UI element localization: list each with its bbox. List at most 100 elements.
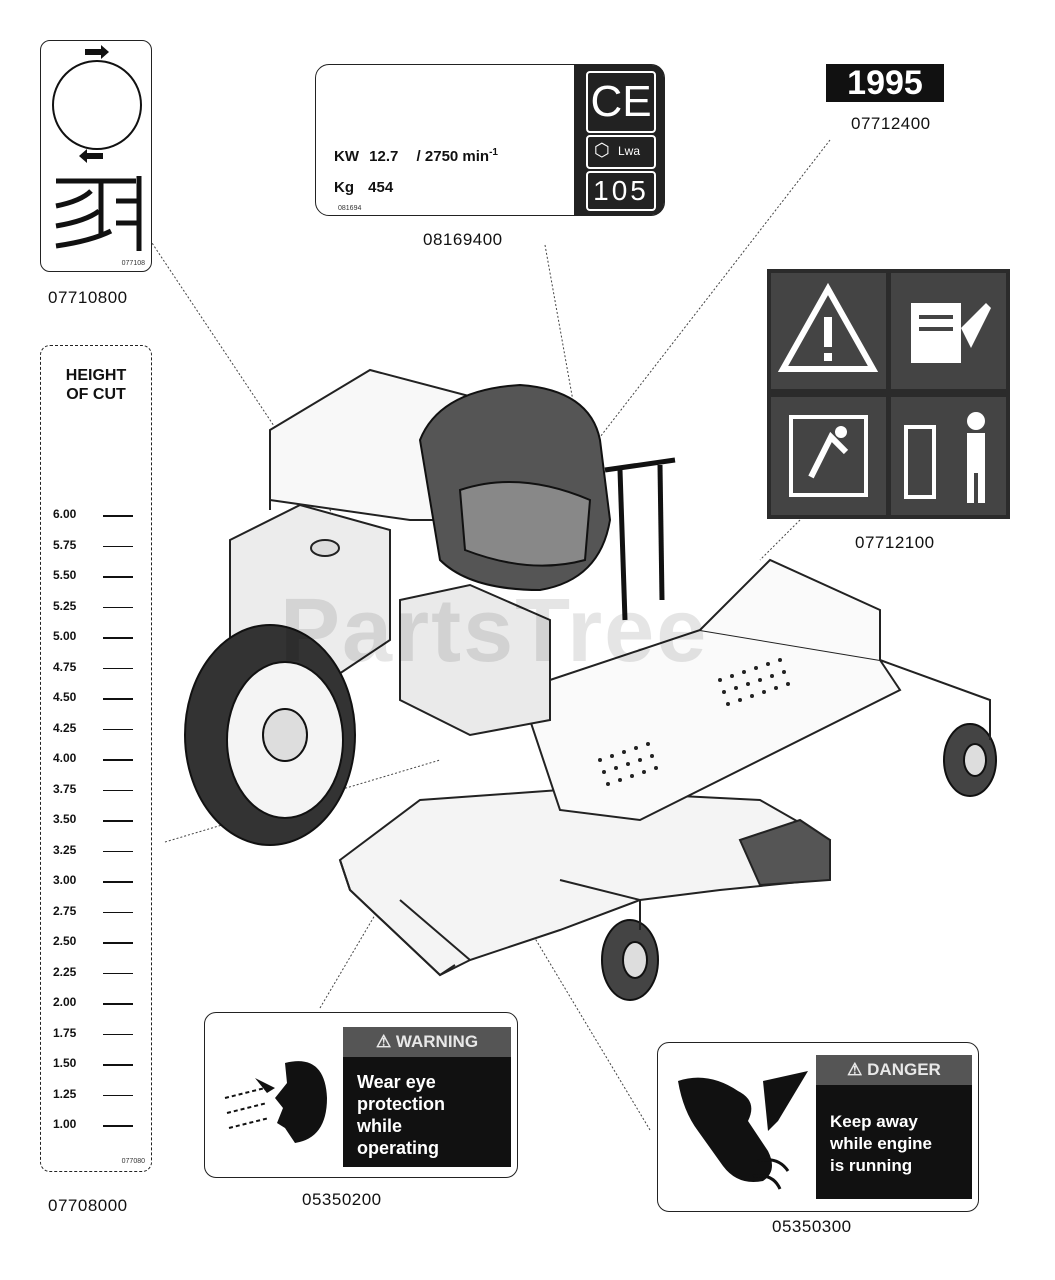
mower-chassis [518, 558, 902, 822]
height-of-cut-tick [103, 1125, 133, 1127]
read-manual-icon [891, 273, 1006, 389]
pictogram-decal [767, 269, 1010, 519]
ce-plate-rating: KW 12.7 / 2750 min-1 [334, 147, 498, 165]
height-of-cut-tick [103, 728, 133, 730]
height-of-cut-tick [103, 1094, 133, 1096]
rpm-exponent: -1 [489, 147, 498, 158]
warning-message-panel: ⚠ WARNING Wear eye protection while oper… [343, 1027, 511, 1167]
sound-power-icon: ⬡ Lwa [586, 135, 656, 169]
height-of-cut-tick [103, 1033, 133, 1035]
height-of-cut-mark: 5.00 [41, 629, 153, 649]
part-number-rotation: 07710800 [48, 288, 128, 307]
height-of-cut-tick [103, 789, 133, 791]
height-of-cut-mark: 3.75 [41, 782, 153, 802]
lwa-label: Lwa [618, 144, 641, 158]
height-of-cut-tick [103, 881, 133, 883]
height-of-cut-tick [103, 972, 133, 974]
kw-value: 12.7 [369, 148, 399, 165]
kg-label: Kg [334, 179, 354, 196]
warning-line4: operating [357, 1138, 440, 1158]
warning-triangle-icon [771, 273, 886, 389]
hexagon-icon: ⬡ [594, 140, 610, 160]
rotation-decal: 077108 [40, 40, 152, 272]
height-of-cut-code: 077080 [121, 1158, 145, 1165]
height-of-cut-value: 2.50 [53, 934, 77, 948]
caster-wheel-left [601, 919, 659, 1001]
danger-line1: Keep away [830, 1112, 918, 1131]
height-of-cut-mark: 4.00 [41, 751, 153, 771]
front-frame [559, 659, 991, 930]
danger-message-panel: ⚠ DANGER Keep away while engine is runni… [816, 1055, 972, 1199]
height-of-cut-value: 2.25 [53, 964, 77, 979]
danger-message: Keep away while engine is running [830, 1111, 966, 1177]
height-of-cut-mark: 4.75 [41, 660, 153, 680]
height-of-cut-value: 5.00 [53, 629, 77, 643]
height-of-cut-tick [103, 820, 133, 822]
height-of-cut-value: 3.75 [53, 781, 77, 796]
keep-away-person-icon [891, 397, 1006, 515]
height-of-cut-mark: 3.25 [41, 843, 153, 863]
danger-line2: while engine [830, 1134, 933, 1153]
height-of-cut-mark: 4.25 [41, 721, 153, 741]
kg-value: 454 [368, 179, 394, 196]
height-of-cut-mark: 5.25 [41, 599, 153, 619]
height-of-cut-tick [103, 576, 133, 578]
height-of-cut-tick [103, 1064, 133, 1066]
height-of-cut-value: 1.75 [53, 1025, 77, 1040]
height-of-cut-value: 5.25 [53, 598, 77, 613]
height-of-cut-value: 3.25 [53, 842, 77, 857]
height-of-cut-mark: 1.00 [41, 1117, 153, 1137]
height-of-cut-value: 3.00 [53, 873, 77, 887]
height-of-cut-tick [103, 759, 133, 761]
ce-mark: CE [586, 71, 656, 133]
hand-blade-icon [678, 1071, 808, 1190]
height-of-cut-tick [103, 942, 133, 944]
height-of-cut-value: 1.50 [53, 1056, 77, 1070]
caster-wheel-right [943, 723, 997, 797]
height-of-cut-value: 3.50 [53, 812, 77, 826]
sound-level-value: 105 [586, 171, 656, 211]
height-of-cut-tick [103, 637, 133, 639]
height-of-cut-value: 4.00 [53, 751, 77, 765]
year-decal: 1995 [826, 64, 944, 102]
height-of-cut-value: 2.00 [53, 995, 77, 1009]
warning-line2: protection [357, 1094, 445, 1114]
height-of-cut-tick [103, 850, 133, 852]
height-of-cut-tick [103, 911, 133, 913]
rpm-value: / 2750 min [416, 148, 490, 165]
thrown-objects-icon [771, 397, 886, 515]
part-number-height-of-cut: 07708000 [48, 1196, 128, 1215]
rotation-diagram-icon [52, 45, 142, 251]
ce-plate-code: 081694 [338, 205, 362, 212]
height-of-cut-value: 4.75 [53, 659, 77, 674]
warning-line1: Wear eye [357, 1072, 436, 1092]
battery-box [399, 583, 551, 737]
height-of-cut-tick [103, 545, 133, 547]
height-of-cut-mark: 1.25 [41, 1087, 153, 1107]
warning-message: Wear eye protection while operating [357, 1071, 505, 1159]
height-of-cut-mark: 4.50 [41, 690, 153, 710]
ce-plate-dark-panel: CE ⬡ Lwa 105 [574, 65, 664, 215]
height-of-cut-value: 1.00 [53, 1117, 77, 1131]
height-of-cut-mark: 2.75 [41, 904, 153, 924]
height-of-cut-mark: 2.25 [41, 965, 153, 985]
height-of-cut-mark: 5.75 [41, 538, 153, 558]
ce-plate-weight: Kg 454 [334, 179, 393, 196]
height-of-cut-tick [103, 1003, 133, 1005]
warning-header: ⚠ WARNING [343, 1027, 511, 1057]
height-of-cut-title: HEIGHT OF CUT [41, 366, 151, 404]
height-of-cut-value: 4.25 [53, 720, 77, 735]
danger-line3: is running [830, 1156, 913, 1175]
height-of-cut-mark: 3.50 [41, 812, 153, 832]
height-of-cut-mark: 1.50 [41, 1056, 153, 1076]
part-number-warning: 05350200 [302, 1190, 382, 1209]
height-of-cut-value: 4.50 [53, 690, 77, 704]
height-of-cut-title-line1: HEIGHT [65, 367, 127, 384]
danger-decal: ⚠ DANGER Keep away while engine is runni… [657, 1042, 979, 1212]
height-of-cut-value: 2.75 [53, 903, 77, 918]
warning-line3: while [357, 1116, 403, 1136]
height-of-cut-mark: 1.75 [41, 1026, 153, 1046]
kw-label: KW [334, 148, 359, 165]
